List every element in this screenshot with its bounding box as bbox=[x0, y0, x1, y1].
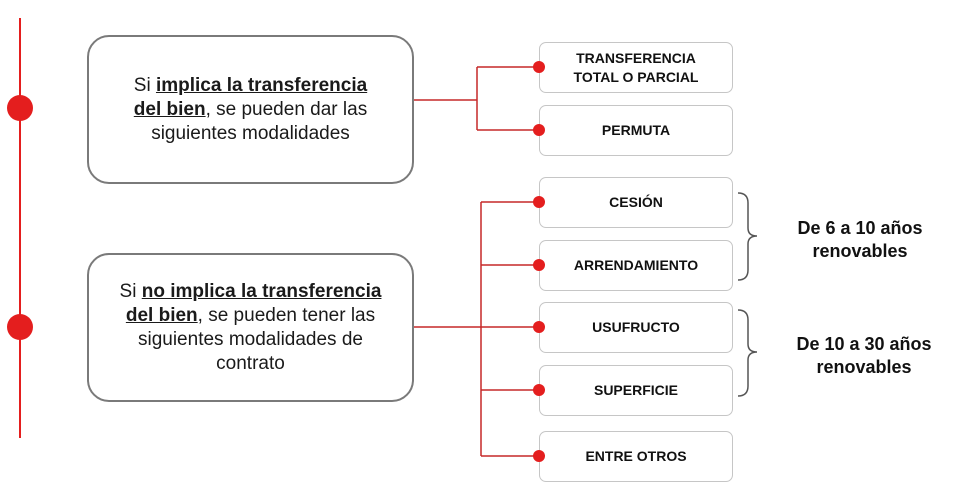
box-top-prefix: Si bbox=[133, 74, 156, 96]
bracket-group1 bbox=[737, 192, 758, 281]
timeline-dot-bottom bbox=[7, 314, 33, 340]
box-bottom-suffix: , se pueden tener las bbox=[197, 304, 376, 326]
option-cesion-label: CESIÓN bbox=[609, 194, 663, 210]
duration-group2: De 10 a 30 años renovables bbox=[771, 333, 957, 379]
option-arrendamiento-label: ARRENDAMIENTO bbox=[573, 257, 699, 273]
duration-group1: De 6 a 10 años renovables bbox=[770, 217, 950, 263]
connector-dot-cesion bbox=[533, 196, 545, 208]
duration-group2-line1: De 10 a 30 años bbox=[796, 334, 932, 354]
option-arrendamiento: ARRENDAMIENTO bbox=[539, 240, 733, 291]
option-transferencia-line2: TOTAL O PARCIAL bbox=[573, 68, 699, 85]
box-top-emphasis-1: implica la transferencia bbox=[155, 74, 368, 96]
box-bottom-line4: contrato bbox=[216, 352, 285, 374]
option-permuta: PERMUTA bbox=[539, 105, 733, 156]
box-bottom-line3: siguientes modalidades de bbox=[137, 328, 363, 350]
box-bottom-emphasis-2: del bien bbox=[125, 304, 198, 326]
timeline-dot-top bbox=[7, 95, 33, 121]
option-entre-otros-label: ENTRE OTROS bbox=[585, 448, 687, 464]
option-entre-otros: ENTRE OTROS bbox=[539, 431, 733, 482]
box-top-suffix: , se pueden dar las bbox=[205, 98, 368, 120]
connector-dot-entre-otros bbox=[533, 450, 545, 462]
option-transferencia: TRANSFERENCIA TOTAL O PARCIAL bbox=[539, 42, 733, 93]
connector-dot-usufructo bbox=[533, 321, 545, 333]
option-superficie: SUPERFICIE bbox=[539, 365, 733, 416]
box-implica-transferencia: Si implica la transferencia del bien, se… bbox=[87, 35, 414, 184]
box-no-implica-transferencia: Si no implica la transferencia del bien,… bbox=[87, 253, 414, 402]
option-transferencia-line1: TRANSFERENCIA bbox=[576, 49, 696, 66]
box-top-emphasis-2: del bien bbox=[133, 98, 206, 120]
connector-dot-superficie bbox=[533, 384, 545, 396]
box-bottom-emphasis-1: no implica la transferencia bbox=[141, 280, 382, 302]
connector-dot-transferencia bbox=[533, 61, 545, 73]
option-usufructo-label: USUFRUCTO bbox=[592, 319, 680, 335]
option-cesion: CESIÓN bbox=[539, 177, 733, 228]
option-permuta-label: PERMUTA bbox=[601, 122, 671, 138]
box-top-line3: siguientes modalidades bbox=[151, 122, 350, 144]
option-usufructo: USUFRUCTO bbox=[539, 302, 733, 353]
connector-dot-permuta bbox=[533, 124, 545, 136]
duration-group1-line1: De 6 a 10 años bbox=[797, 218, 923, 238]
duration-group2-line2: renovables bbox=[816, 357, 912, 377]
duration-group1-line2: renovables bbox=[812, 241, 908, 261]
bracket-group2 bbox=[737, 309, 758, 397]
box-bottom-prefix: Si bbox=[119, 280, 142, 302]
connector-dot-arrendamiento bbox=[533, 259, 545, 271]
option-superficie-label: SUPERFICIE bbox=[593, 382, 678, 398]
